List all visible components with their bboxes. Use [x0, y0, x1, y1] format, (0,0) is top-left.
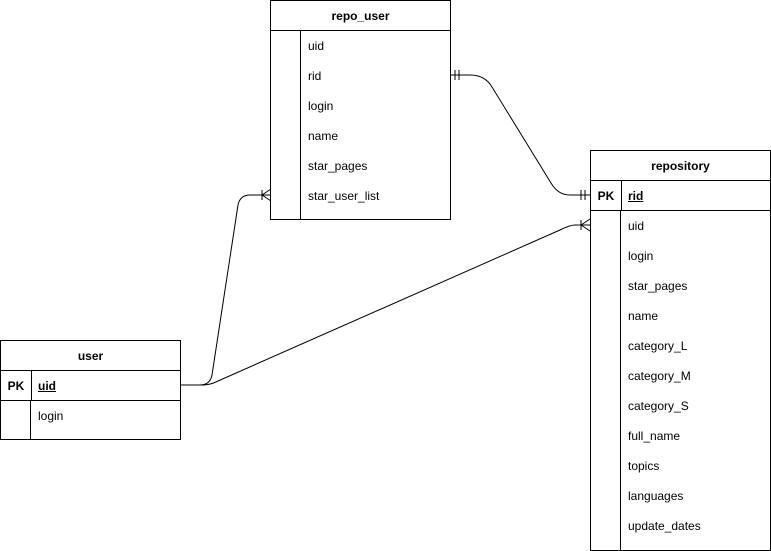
key-column	[271, 31, 301, 219]
field-update-dates[interactable]: update_dates	[628, 519, 701, 533]
field-languages[interactable]: languages	[628, 489, 684, 503]
field-login[interactable]: login	[628, 249, 654, 263]
field-category-s[interactable]: category_S	[628, 399, 689, 413]
entity-repository[interactable]: repository PK rid uid login star_pages n…	[590, 150, 771, 551]
one-or-many-marker-repository	[580, 218, 591, 232]
field-category-m[interactable]: category_M	[628, 369, 691, 383]
field-category-l[interactable]: category_L	[628, 339, 688, 353]
pk-label: PK	[597, 189, 615, 203]
one-and-only-one-marker-repository	[580, 190, 586, 200]
field-login[interactable]: login	[38, 409, 64, 423]
primary-key-row[interactable]: PK uid	[1, 371, 180, 401]
entity-repo-user[interactable]: repo_user uid rid login name star_pages …	[270, 0, 451, 220]
entity-title: repo_user	[271, 1, 450, 31]
field-star-pages[interactable]: star_pages	[628, 279, 688, 293]
entity-user[interactable]: user PK uid login	[0, 340, 181, 440]
field-topics[interactable]: topics	[628, 459, 660, 473]
key-column	[1, 401, 31, 439]
field-rid[interactable]: rid	[308, 69, 322, 83]
pk-field-rid: rid	[628, 189, 644, 203]
entity-title: user	[1, 341, 180, 371]
primary-key-row[interactable]: PK rid	[591, 181, 770, 211]
one-and-only-one-marker-repo-user	[454, 70, 460, 80]
field-login[interactable]: login	[308, 99, 334, 113]
connector-user-uid-to-repository[interactable]	[181, 224, 590, 386]
field-full-name[interactable]: full_name	[628, 429, 681, 443]
connector-user-uid-to-repo-user[interactable]	[181, 194, 271, 386]
field-name[interactable]: name	[628, 309, 659, 323]
field-star-pages[interactable]: star_pages	[308, 159, 368, 173]
field-star-user-list[interactable]: star_user_list	[308, 189, 380, 203]
entity-title: repository	[591, 151, 770, 181]
key-column	[591, 211, 621, 550]
field-uid[interactable]: uid	[628, 219, 645, 233]
pk-label: PK	[7, 379, 25, 393]
connector-repo-user-rid-to-repository-rid[interactable]	[451, 74, 590, 196]
pk-field-uid: uid	[38, 379, 56, 393]
field-name[interactable]: name	[308, 129, 339, 143]
field-uid[interactable]: uid	[308, 39, 325, 53]
